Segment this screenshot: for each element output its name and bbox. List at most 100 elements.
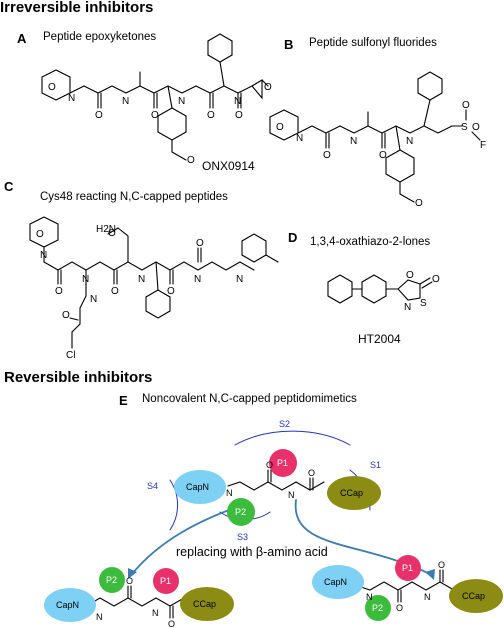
atom-o-carbonyl-d: O [432,274,440,285]
atom-nh-c3: N [194,274,201,285]
panel-e-title: Noncovalent N,C-capped peptidomimetics [142,393,357,405]
pocket-label-s1: S1 [370,460,381,470]
sulfonyl-fluoride-structure [269,71,481,203]
panel-a-letter: A [17,31,27,46]
arrow-head-right [425,569,435,580]
panel-c-letter: C [4,179,14,194]
atom-h2n: H2N [96,224,116,235]
atom-o-a3: O [207,110,215,121]
p1-label-top: P1 [277,458,288,468]
atom-o-e1: O [266,460,273,470]
atom-nh-e6: N [424,592,431,602]
atom-s-oxathiazole: S [420,298,427,309]
atom-nh-e1: N [226,488,233,498]
cap-n-label-top: CapN [186,482,209,492]
p2-label-top: P2 [235,507,246,517]
c-cap-blob-left [180,587,234,621]
atom-o-amide: O [108,228,116,239]
panel-b-letter: B [284,37,294,52]
cys48-peptide-structure [29,216,279,349]
ht2004-structure [327,274,433,304]
atom-n-morpholine-b: N [296,133,303,144]
onx0914-structure [41,33,269,161]
atom-n-morpholine-a: N [68,93,75,104]
atom-nh-b2: N [406,136,413,147]
atom-nh-b1: N [350,136,357,147]
atom-o-a4: O [235,110,243,121]
atom-nh-a1: N [122,96,129,107]
atom-nh-a3: N [234,96,241,107]
panel-e-note: replacing with β-amino acid [176,545,328,559]
atom-s-sulfonyl: S [461,122,468,133]
atom-o-a2: O [151,110,159,121]
pocket-label-s4: S4 [147,481,158,491]
cap-n-blob-right [312,565,364,599]
c-cap-blob-right [449,579,503,613]
cap-n-blob-top [174,470,226,504]
panel-c-title: Cys48 reacting N,C-capped peptides [40,191,228,203]
p2-label-left: P2 [106,575,117,585]
panel-b-title: Peptide sulfonyl fluorides [309,37,437,49]
atom-o-e6: O [438,560,445,570]
atom-nh-c4: N [236,274,243,285]
p2-blob-right [365,595,391,621]
cap-n-blob-left [44,588,96,622]
atom-o-sulfonyl-1: O [462,100,470,111]
section-title-irreversible: Irreversible inhibitors [0,0,154,16]
pocket-label-s3: S3 [237,532,248,542]
panel-a-title: Peptide epoxyketones [43,31,157,43]
atom-o-c2: O [111,286,119,297]
atom-n-oxathiazole: N [404,302,411,313]
c-cap-label-right: CCap [462,591,485,601]
atom-cl: Cl [66,350,75,361]
panel-e-letter: E [119,393,128,408]
peptidomimetic-top-bonds [227,469,325,491]
panel-d-letter: D [288,230,298,245]
c-cap-blob-top [327,476,381,510]
atom-nh-a2: N [178,96,185,107]
atom-o-c4: O [196,238,204,249]
atom-o-e4: O [168,619,175,628]
atom-nh-e5: N [366,592,373,602]
atom-o-methoxy-b: O [415,198,423,209]
atom-o-b1: O [323,150,331,161]
p2-label-right: P2 [372,603,383,613]
panel-a-compound: ONX0914 [202,159,255,173]
peptidomimetic-left-bonds [87,585,185,619]
atom-o-b2: O [379,150,387,161]
cap-n-label-right: CapN [324,577,347,587]
p1-label-left: P1 [160,576,171,586]
atom-nh-c1: N [82,274,89,285]
cap-n-label-left: CapN [56,600,79,610]
peptidomimetic-right-bonds [357,569,455,603]
p1-blob-left [153,568,179,594]
pocket-label-s2: S2 [279,419,290,429]
section-title-reversible: Reversible inhibitors [4,369,153,386]
atom-o-c3: O [167,286,175,297]
atom-o-oxathiazole: O [406,270,414,281]
atom-o-epoxide: O [264,82,272,93]
atom-o-methoxy-a: O [187,155,195,166]
panel-d-title: 1,3,4-oxathiazo-2-lones [310,236,431,248]
atom-o-morpholine-c: O [36,229,44,240]
atom-nh-c2: N [138,274,145,285]
atom-o-morpholine-a: O [48,82,56,93]
atom-o-a1: O [95,110,103,121]
atom-n-morpholine-c: N [40,250,47,261]
p2-blob-top [227,498,255,526]
atom-o-e5: O [396,603,403,613]
p1-label-right: P1 [402,563,413,573]
c-cap-label-top: CCap [340,488,363,498]
c-cap-label-left: CCap [193,599,216,609]
atom-o-e3: O [126,576,133,586]
atom-o-morpholine-b: O [276,122,284,133]
atom-nh-e2: N [288,490,295,500]
p1-blob-right [395,555,421,581]
atom-o-sulfonyl-2: O [472,122,480,133]
atom-nh-e3: N [96,612,103,622]
atom-o-c5: O [62,310,70,321]
atom-f: F [480,140,486,151]
atom-o-c1: O [55,286,63,297]
atom-o-e2: O [308,468,315,478]
